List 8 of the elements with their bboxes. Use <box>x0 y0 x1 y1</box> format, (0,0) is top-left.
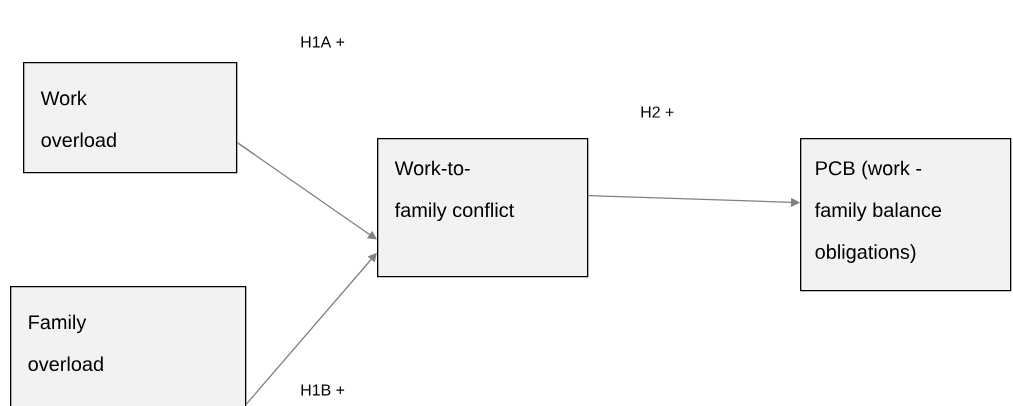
text-box: Family overload <box>10 286 247 406</box>
text-box: PCB (work - family balance obligations) <box>800 138 1012 292</box>
hypothesis-label: H1A + <box>301 36 345 48</box>
hypothesis-label: H2 + <box>641 106 674 118</box>
text-box: Work overload <box>23 62 238 174</box>
text-box: Work-to-family conflict <box>377 138 589 278</box>
hypothesis-label: H1B + <box>301 384 345 396</box>
arrow <box>236 142 377 240</box>
